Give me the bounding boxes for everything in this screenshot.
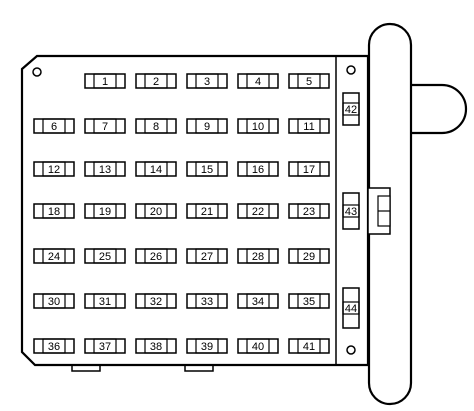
fuse-label: 18 bbox=[48, 206, 60, 218]
mounting-hole-bottom-right bbox=[346, 345, 356, 355]
fuse-label: 25 bbox=[99, 251, 111, 263]
fuse-14: 14 bbox=[135, 161, 177, 177]
fuse-label: 16 bbox=[252, 164, 264, 176]
fuse-2: 2 bbox=[135, 73, 177, 89]
relay-label: 44 bbox=[345, 303, 357, 315]
fuse-label: 4 bbox=[255, 76, 261, 88]
fuse-4: 4 bbox=[237, 73, 279, 89]
fuse-5: 5 bbox=[288, 73, 330, 89]
fuse-39: 39 bbox=[186, 338, 228, 354]
fuse-label: 28 bbox=[252, 251, 264, 263]
fuse-38: 38 bbox=[135, 338, 177, 354]
fuse-label: 39 bbox=[201, 341, 213, 353]
fuse-label: 9 bbox=[204, 121, 210, 133]
fuse-label: 15 bbox=[201, 164, 213, 176]
fuse-label: 2 bbox=[153, 76, 159, 88]
fuse-label: 3 bbox=[204, 76, 210, 88]
fuse-label: 6 bbox=[51, 121, 57, 133]
fuse-29: 29 bbox=[288, 248, 330, 264]
fuse-23: 23 bbox=[288, 203, 330, 219]
fuse-15: 15 bbox=[186, 161, 228, 177]
fuse-33: 33 bbox=[186, 293, 228, 309]
relay-43: 43 bbox=[342, 192, 360, 230]
fuse-34: 34 bbox=[237, 293, 279, 309]
fuse-label: 23 bbox=[303, 206, 315, 218]
fuse-label: 7 bbox=[102, 121, 108, 133]
fuse-16: 16 bbox=[237, 161, 279, 177]
fuse-label: 5 bbox=[306, 76, 312, 88]
fuse-label: 13 bbox=[99, 164, 111, 176]
fuse-3: 3 bbox=[186, 73, 228, 89]
fuse-label: 32 bbox=[150, 296, 162, 308]
fuse-28: 28 bbox=[237, 248, 279, 264]
fuse-label: 10 bbox=[252, 121, 264, 133]
relay-44: 44 bbox=[342, 287, 360, 329]
mounting-hole-top-left bbox=[32, 67, 42, 77]
fuse-label: 40 bbox=[252, 341, 264, 353]
fuse-1: 1 bbox=[84, 73, 126, 89]
fuse-label: 22 bbox=[252, 206, 264, 218]
fuse-17: 17 bbox=[288, 161, 330, 177]
relay-label: 42 bbox=[345, 104, 357, 116]
fuse-26: 26 bbox=[135, 248, 177, 264]
mounting-hole-top-right bbox=[346, 65, 356, 75]
fuse-label: 20 bbox=[150, 206, 162, 218]
fuse-37: 37 bbox=[84, 338, 126, 354]
fuse-10: 10 bbox=[237, 118, 279, 134]
relay-42: 42 bbox=[342, 92, 360, 126]
fuse-label: 30 bbox=[48, 296, 60, 308]
fuse-18: 18 bbox=[33, 203, 75, 219]
fuse-label: 34 bbox=[252, 296, 264, 308]
fuse-35: 35 bbox=[288, 293, 330, 309]
fuse-label: 8 bbox=[153, 121, 159, 133]
fuse-40: 40 bbox=[237, 338, 279, 354]
fuse-8: 8 bbox=[135, 118, 177, 134]
fuse-11: 11 bbox=[288, 118, 330, 134]
fuse-19: 19 bbox=[84, 203, 126, 219]
fuse-32: 32 bbox=[135, 293, 177, 309]
fuse-label: 1 bbox=[102, 76, 108, 88]
fuse-label: 19 bbox=[99, 206, 111, 218]
fuse-label: 14 bbox=[150, 164, 162, 176]
fuse-label: 29 bbox=[303, 251, 315, 263]
fuse-label: 27 bbox=[201, 251, 213, 263]
fuse-label: 12 bbox=[48, 164, 60, 176]
fuse-label: 35 bbox=[303, 296, 315, 308]
connector-block bbox=[367, 187, 391, 235]
fuse-label: 24 bbox=[48, 251, 60, 263]
fuse-30: 30 bbox=[33, 293, 75, 309]
fuse-20: 20 bbox=[135, 203, 177, 219]
bottom-tab-left bbox=[71, 365, 101, 372]
fuse-label: 41 bbox=[303, 341, 315, 353]
fuse-21: 21 bbox=[186, 203, 228, 219]
fuse-label: 21 bbox=[201, 206, 213, 218]
fuse-label: 38 bbox=[150, 341, 162, 353]
fuse-label: 26 bbox=[150, 251, 162, 263]
bottom-tab-right bbox=[184, 365, 214, 372]
fuse-12: 12 bbox=[33, 161, 75, 177]
fuse-6: 6 bbox=[33, 118, 75, 134]
fuse-7: 7 bbox=[84, 118, 126, 134]
fuse-label: 31 bbox=[99, 296, 111, 308]
fuse-label: 37 bbox=[99, 341, 111, 353]
fuse-label: 11 bbox=[303, 121, 314, 133]
fuse-36: 36 bbox=[33, 338, 75, 354]
fuse-9: 9 bbox=[186, 118, 228, 134]
fuse-label: 17 bbox=[303, 164, 315, 176]
relay-layer: 42 43 44 bbox=[342, 92, 360, 329]
connector-arm bbox=[408, 83, 468, 135]
fuse-25: 25 bbox=[84, 248, 126, 264]
fuse-label: 33 bbox=[201, 296, 213, 308]
fuse-label: 36 bbox=[48, 341, 60, 353]
fuse-13: 13 bbox=[84, 161, 126, 177]
fuse-24: 24 bbox=[33, 248, 75, 264]
relay-label: 43 bbox=[345, 206, 357, 218]
fuse-22: 22 bbox=[237, 203, 279, 219]
fuse-31: 31 bbox=[84, 293, 126, 309]
fuse-27: 27 bbox=[186, 248, 228, 264]
fuse-41: 41 bbox=[288, 338, 330, 354]
